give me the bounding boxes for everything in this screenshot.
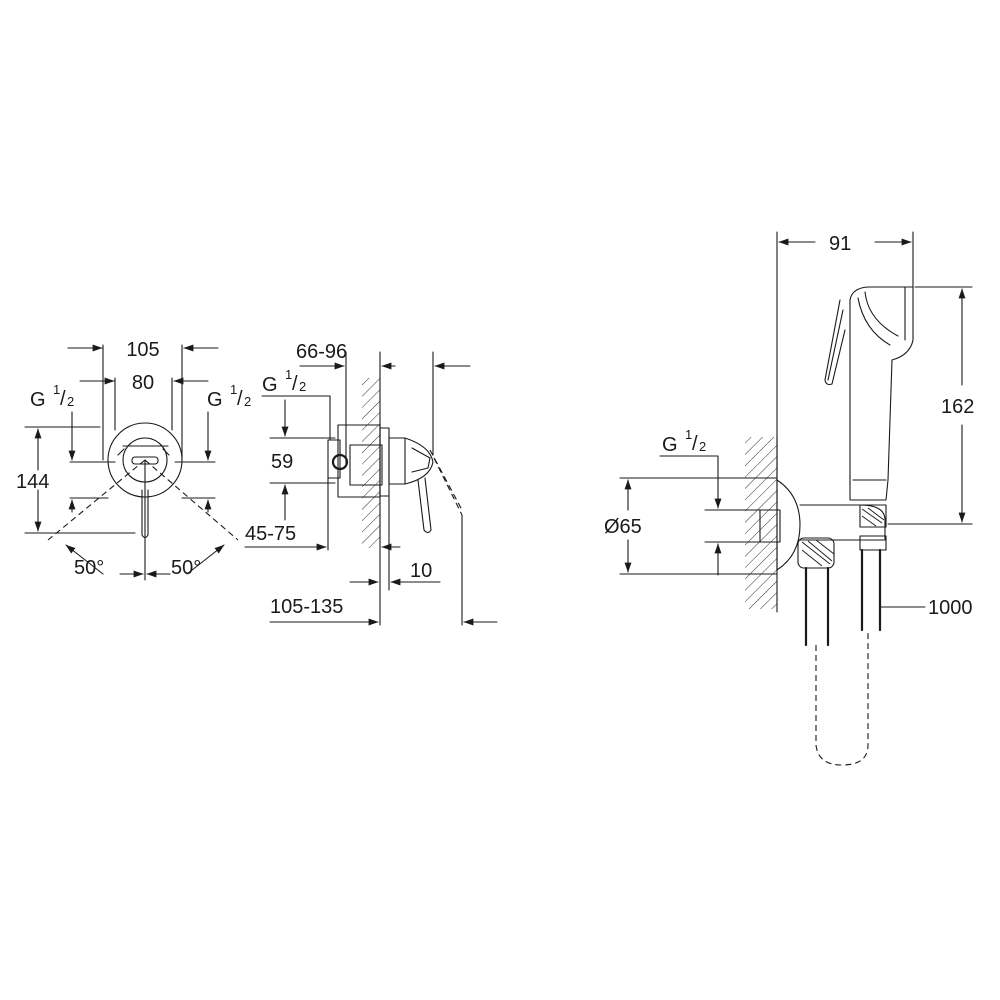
svg-text:2: 2 bbox=[299, 379, 306, 394]
svg-text:1: 1 bbox=[685, 427, 692, 442]
dim-diameter-65-label: Ø65 bbox=[604, 516, 642, 538]
side-wall-hatch bbox=[362, 378, 380, 548]
dim-1000-label: 1000 bbox=[928, 597, 973, 619]
svg-text:G: G bbox=[30, 389, 46, 411]
svg-text:1: 1 bbox=[53, 382, 60, 397]
hose-nut-wall bbox=[797, 537, 835, 569]
dim-144-label: 144 bbox=[16, 471, 49, 493]
svg-text:/: / bbox=[292, 373, 298, 395]
svg-text:G: G bbox=[207, 389, 223, 411]
hose-nut-shower bbox=[859, 535, 887, 551]
handshower-body bbox=[849, 286, 914, 501]
angle-left-label: 50° bbox=[74, 557, 104, 579]
dim-105-135-label: 105-135 bbox=[270, 596, 343, 618]
dim-66-96-label: 66-96 bbox=[296, 341, 347, 363]
handshower-view: 91 162 G 1 / 2 Ø65 1000 bbox=[604, 231, 974, 766]
svg-text:1: 1 bbox=[230, 382, 237, 397]
dim-10-label: 10 bbox=[410, 560, 432, 582]
handshower-trigger bbox=[824, 299, 846, 386]
dim-105-label: 105 bbox=[126, 339, 159, 361]
angle-right-label: 50° bbox=[171, 557, 201, 579]
front-view: 105 80 G 1 / 2 G 1 / 2 144 bbox=[16, 339, 251, 581]
dim-91-label: 91 bbox=[829, 233, 851, 255]
front-thread-left-label: G 1 / 2 bbox=[30, 382, 74, 411]
handshower-holder bbox=[799, 504, 886, 541]
svg-text:/: / bbox=[237, 388, 243, 410]
svg-text:/: / bbox=[60, 388, 66, 410]
svg-text:/: / bbox=[692, 433, 698, 455]
dim-59-label: 59 bbox=[271, 451, 293, 473]
dim-80-label: 80 bbox=[132, 372, 154, 394]
svg-text:2: 2 bbox=[699, 439, 706, 454]
svg-text:G: G bbox=[662, 434, 678, 456]
dim-162-label: 162 bbox=[941, 396, 974, 418]
side-cover-plate bbox=[379, 427, 390, 497]
handshower-thread-label: G 1 / 2 bbox=[662, 427, 706, 456]
side-inlet-circle bbox=[331, 453, 349, 471]
side-handle-body bbox=[388, 437, 434, 485]
side-view: 66-96 G 1 / 2 59 45-75 10 105- bbox=[244, 341, 498, 626]
hose-loop bbox=[815, 630, 869, 766]
svg-text:2: 2 bbox=[67, 394, 74, 409]
svg-text:2: 2 bbox=[244, 394, 251, 409]
side-thread-label: G 1 / 2 bbox=[262, 367, 306, 396]
dim-45-75-label: 45-75 bbox=[245, 523, 296, 545]
wall-elbow-rosette bbox=[776, 479, 801, 571]
handshower-wall-hatch bbox=[745, 437, 777, 609]
side-lever bbox=[417, 477, 432, 534]
svg-text:1: 1 bbox=[285, 367, 292, 382]
svg-text:G: G bbox=[262, 374, 278, 396]
front-thread-right-label: G 1 / 2 bbox=[207, 382, 251, 411]
